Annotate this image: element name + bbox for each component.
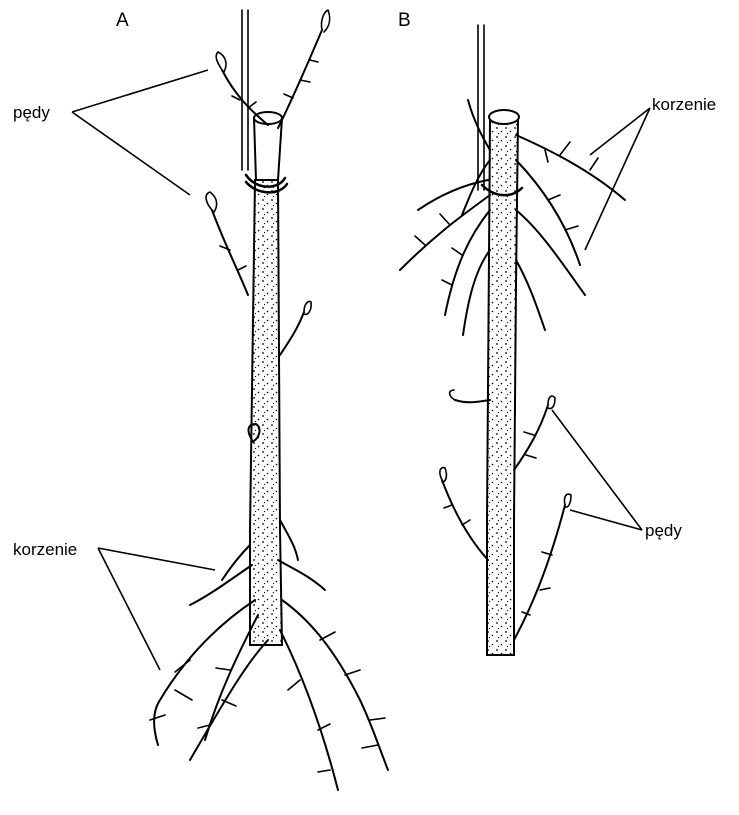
panel-b-stake	[478, 25, 484, 190]
panel-a-shoots-label: pędy	[13, 103, 50, 122]
panel-a-stem	[250, 180, 282, 645]
panel-b-shoots-leaders	[552, 410, 642, 530]
panel-a: A	[13, 10, 388, 790]
panel-b-cut-top	[489, 110, 519, 124]
panel-b-roots-leaders	[585, 108, 650, 250]
panel-a-cut-top	[254, 112, 282, 124]
panel-b-roots-label: korzenie	[652, 95, 716, 114]
panel-b-stem	[487, 120, 518, 655]
panel-a-shoots-leaders	[72, 70, 208, 195]
panel-a-title: A	[116, 10, 129, 31]
panel-b-title: B	[398, 10, 411, 31]
panel-a-roots-leaders	[98, 548, 215, 670]
panel-a-stake	[242, 10, 248, 170]
panel-b: B	[398, 10, 716, 655]
panel-a-roots-label: korzenie	[13, 540, 77, 559]
panel-b-shoots-label: pędy	[645, 521, 682, 540]
